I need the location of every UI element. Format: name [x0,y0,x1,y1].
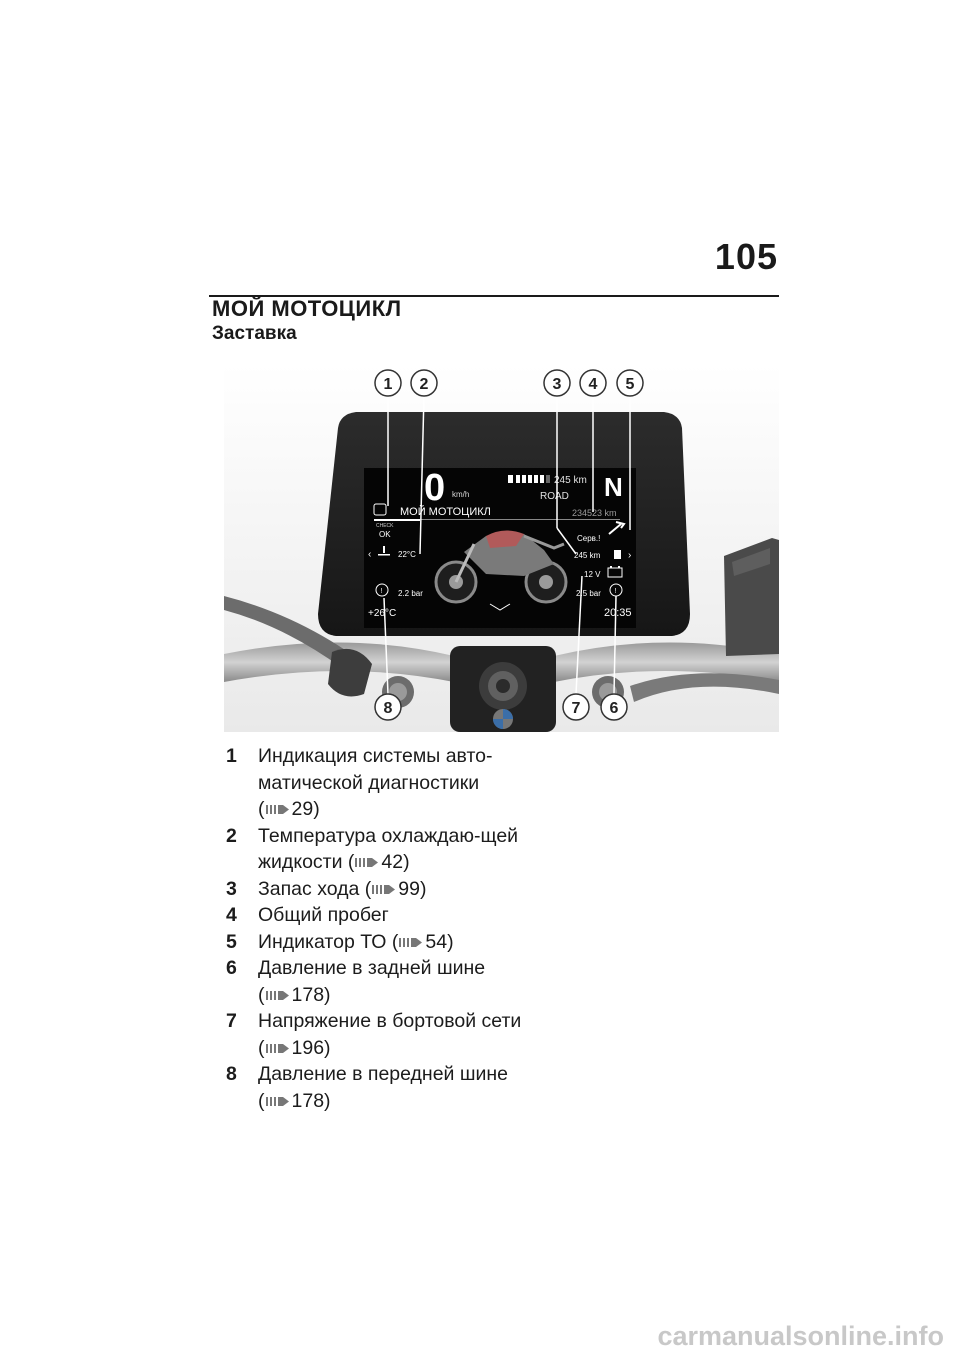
svg-text:!: ! [381,588,383,595]
legend-list: 1 Индикация системы авто-матической диаг… [226,743,526,1114]
svg-text:7: 7 [572,700,581,717]
svg-text:4: 4 [589,376,598,393]
page-number: 105 [714,236,778,277]
clock: 20:35 [604,607,632,619]
svg-text:3: 3 [553,376,562,393]
legend-item: 1 Индикация системы авто-матической диаг… [226,743,526,823]
arrow-right-icon [265,990,289,1000]
legend-number: 7 [226,1010,237,1032]
svg-text:2: 2 [420,376,429,393]
check-status: OK [379,530,391,539]
watermark: carmanualsonline.info [657,1321,944,1351]
ambient-temp: +26°C [368,608,396,619]
check-label: CHECK [376,523,394,529]
callout-1: 1 [374,369,402,397]
legend-number: 8 [226,1063,237,1085]
svg-text:5: 5 [626,376,635,393]
callout-3: 3 [543,369,571,397]
arrow-right-icon [372,884,396,894]
odometer: 234523 km [572,508,617,518]
page-reference[interactable]: (196) [258,1036,331,1059]
svg-text:8: 8 [384,700,393,717]
legend-item: 3 Запас хода (99) [226,876,526,903]
fuel-bar [508,475,550,483]
range-top: 245 km [554,475,587,486]
legend-number: 4 [226,904,237,926]
svg-text:6: 6 [610,700,619,717]
gear-indicator: N [604,472,623,502]
legend-text: Давление в передней шине [258,1063,509,1085]
arrow-right-icon [355,858,379,867]
legend-number: 6 [226,957,237,979]
voltage: 12 V [584,570,601,579]
speed-unit: km/h [452,490,469,499]
legend-item: 5 Индикатор ТО (54) [226,929,526,956]
page-reference[interactable]: (178) [258,983,331,1006]
speed-readout: 0 [424,467,445,509]
legend-item: 6 Давление в задней шине (178) [226,955,526,1008]
legend-item: 7 Напряжение в бортовой сети (196) [226,1008,526,1061]
legend-item: 2 Температура охлаждаю-щей жидкости (42) [226,823,526,876]
motorcycle-image [434,530,568,604]
legend-number: 1 [226,745,237,767]
riding-mode: ROAD [540,491,569,502]
page-reference[interactable]: (54) [391,930,454,953]
section-title: МОЙ МОТОЦИКЛ [212,296,402,321]
svg-text:1: 1 [384,376,393,393]
range: 245 km [574,551,601,560]
callout-7: 7 [562,693,590,721]
info-icon [373,503,387,516]
page-reference[interactable]: (178) [258,1089,331,1112]
dashboard-illustration: 0 km/h 245 km ROAD N МОЙ МОТОЦИКЛ 234523… [224,364,779,732]
wrench-icon [608,521,626,535]
arrow-right-icon [399,937,423,947]
chevron-left-icon: ‹ [368,549,371,560]
page-reference[interactable]: (42) [347,851,410,873]
battery-icon [607,566,623,578]
legend-item: 8 Давление в передней шине (178) [226,1061,526,1114]
rear-tire-pressure: 2.5 bar [576,589,601,598]
arrow-right-icon [265,1043,289,1053]
front-tire-pressure: 2.2 bar [398,589,423,598]
legend-text: Температура охлаждаю-щей жидкости [258,824,519,874]
callout-5: 5 [616,369,644,397]
page-reference[interactable]: (99) [364,877,427,900]
legend-item: 4 Общий пробег [226,902,526,929]
callout-4: 4 [579,369,607,397]
thermometer-icon [378,546,390,556]
svg-text:!: ! [615,588,617,595]
legend-text: Напряжение в бортовой сети [258,1010,522,1032]
arrow-right-icon [265,1096,289,1106]
menu-title: МОЙ МОТОЦИКЛ [400,505,491,518]
chevron-right-icon: › [628,550,631,561]
legend-text: Индикатор ТО [258,930,387,953]
legend-text: Общий пробег [258,904,389,926]
service-label: Серв.! [577,534,600,543]
legend-text: Давление в задней шине [258,957,486,979]
callout-6: 6 [600,693,628,721]
callout-8: 8 [374,693,402,721]
legend-text: Индикация системы авто-матической диагно… [258,745,493,794]
dashboard-figure: 0 km/h 245 km ROAD N МОЙ МОТОЦИКЛ 234523… [224,364,779,732]
front-tire-warning-icon: ! [375,583,389,597]
arrow-right-icon [265,805,289,814]
coolant-temp: 22°C [398,550,416,559]
callout-2: 2 [410,369,438,397]
legend-number: 3 [226,877,237,900]
subsection-title: Заставка [212,323,297,344]
chevron-down-icon [489,603,511,611]
legend-number: 2 [226,824,237,847]
header-rule [209,295,779,297]
legend-text: Запас хода [258,877,360,900]
page-reference[interactable]: (29) [258,798,320,820]
fuel-icon [614,550,621,559]
legend-number: 5 [226,930,237,953]
